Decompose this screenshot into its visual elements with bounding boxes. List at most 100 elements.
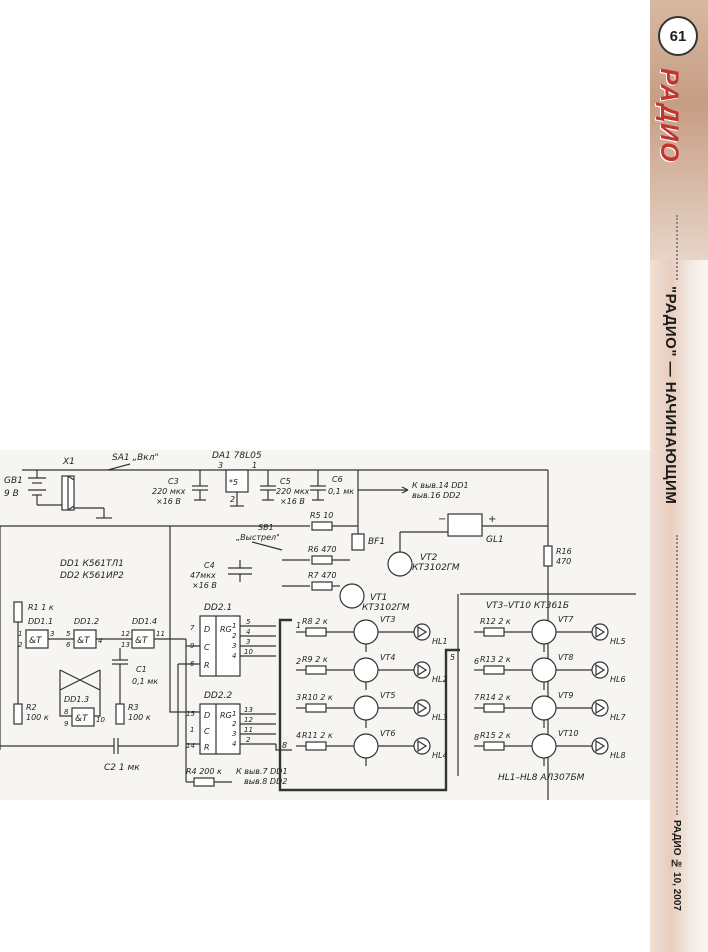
gate-dd1-2-body: &Т [77,636,91,646]
regulator-pin-gnd: 2 [230,495,235,504]
transistor-vt9 [531,695,557,721]
regulator-pin-in: 3 [218,461,223,470]
bus-2: 2 [296,657,301,666]
supply-note-2: выв.16 DD2 [412,491,460,500]
capacitor-c3 [192,470,208,501]
regulator-pin-out: 1 [252,461,257,470]
connector-x1 [61,475,75,511]
dd21-out-3: 3 [246,638,250,646]
driver-led-label: HL2 [432,675,448,684]
dd1-pin-6: 6 [66,641,71,649]
dd1-pin-1: 1 [18,630,22,638]
c4-voltage: ×16 В [192,581,217,590]
sb1-name: „Выстрел" [236,533,280,542]
bus-4: 4 [296,731,301,740]
driver-transistor-label: VT7 [558,615,574,624]
c5-voltage: ×16 В [280,497,305,506]
dotted-divider [676,535,678,815]
capacitor-c5 [260,470,276,501]
dd22-rg: RG [220,711,232,720]
battery-voltage: 9 В [4,489,19,499]
driver-resistor-label: R12 2 к [480,617,511,626]
dd1-pin-11: 11 [156,630,165,638]
circuit-schematic: GB1 9 В X1 SA1 „Вкл" С3 220 мкх ×16 В *5… [0,450,650,800]
driver-led-label: HL6 [610,675,626,684]
dd21-label: DD2.1 [204,603,232,613]
dd1-pin-9: 9 [64,720,69,728]
dd1-pin-12: 12 [121,630,130,638]
c4-value: 47мкх [190,571,216,580]
r16-value: 470 [556,557,571,566]
dd1-pin-5: 5 [66,630,71,638]
gl1-label: GL1 [486,535,504,545]
r4-note-1: К выв.7 DD1 [236,767,288,776]
dd21-in-7: 7 [190,624,195,632]
dd21-out-10: 10 [244,648,253,656]
r7-label: R7 470 [308,571,336,580]
bus-6: 6 [474,657,479,666]
transistor-note: VT3–VT10 КТ361Б [486,601,569,611]
transistor-vt10 [531,733,557,759]
c2-label: С2 1 мк [104,763,140,773]
led-hl5 [591,623,609,641]
vt1-label: VT1 [370,593,387,603]
page-number: 61 [658,16,698,56]
gl1-plus: + [488,514,496,525]
dd1-pin-3: 3 [50,630,54,638]
dd21-bit-4: 4 [232,652,236,660]
driver-resistor-label: R13 2 к [480,655,511,664]
dd22-d: D [204,711,210,720]
bf1-label: BF1 [368,537,385,547]
register-dd2-1 [199,615,241,677]
r4-note-2: выв.8 DD2 [244,777,287,786]
gate-dd1-3-label: DD1.3 [64,695,89,704]
switch-label: SA1 „Вкл" [112,453,159,463]
r3-label: R3 [128,703,139,712]
driver-transistor-label: VT10 [558,729,579,738]
dd22-out-13: 13 [244,706,253,714]
led-hl1 [413,623,431,641]
transistor-vt5 [353,695,379,721]
driver-led-label: HL4 [432,751,448,760]
switch-sa1 [107,463,131,471]
vt2-label: VT2 [420,553,438,563]
dd21-out-4: 4 [246,628,250,636]
resistor-r14 [483,703,505,713]
gl1-minus: − [438,514,446,525]
led-hl4 [413,737,431,755]
dd21-d: D [204,625,210,634]
led-hl6 [591,661,609,679]
capacitor-c1 [112,648,128,704]
dd21-bit-3: 3 [232,642,236,650]
r16-label: R16 [556,547,572,556]
bus-7: 7 [474,693,480,702]
issue-label: РАДИО № 10, 2007 [671,820,682,911]
resistor-r13 [483,665,505,675]
driver-led-label: HL5 [610,637,626,646]
bus-8: 8 [474,733,479,742]
transistor-vt1 [339,583,365,609]
driver-resistor-label: R10 2 к [302,693,333,702]
vt2-type: КТ3102ГМ [412,563,460,573]
bus-5: 5 [450,653,455,662]
driver-transistor-label: VT6 [380,729,395,738]
sb1-ref: SB1 [258,523,274,532]
driver-led-label: HL7 [610,713,626,722]
driver-led-label: HL1 [432,637,448,646]
buzzer-bf1 [351,533,365,551]
dd22-in-15: 15 [186,710,195,718]
side-strip [650,0,708,952]
c6-value: 0,1 мк [328,487,354,496]
driver-resistor-label: R9 2 к [302,655,328,664]
driver-led-label: HL3 [432,713,448,722]
ic-list-dd2: DD2 К561ИР2 [60,571,124,581]
led-hl7 [591,699,609,717]
supply-note-1: К выв.14 DD1 [412,481,469,490]
resistor-r7 [311,581,333,591]
r4-label: R4 200 к [186,767,222,776]
c4-label: С4 [204,561,215,570]
dd21-r: R [204,661,210,670]
driver-resistor-label: R15 2 к [480,731,511,740]
dd21-c: C [204,643,210,652]
section-title: "РАДИО" — НАЧИНАЮЩИМ [662,286,679,505]
